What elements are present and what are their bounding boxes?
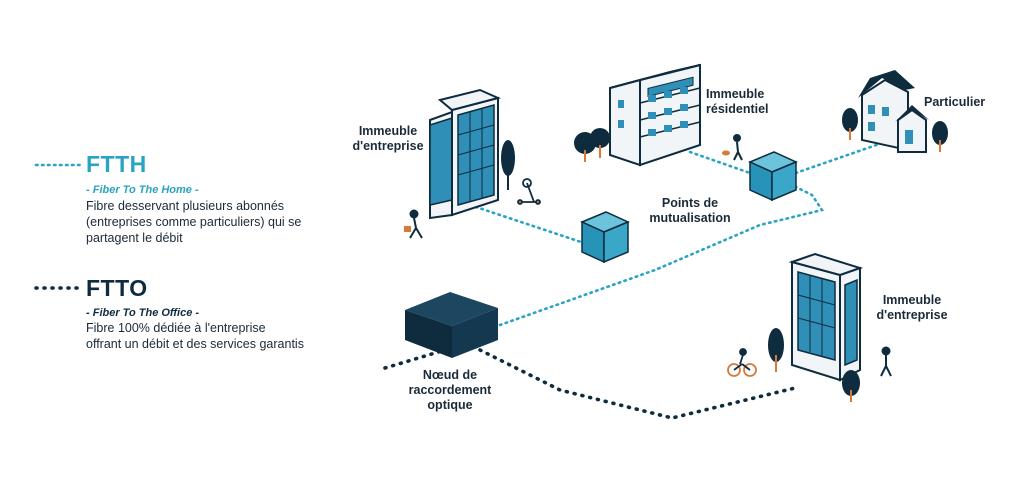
mutualisation-box-1	[580, 211, 630, 264]
ftto-desc-line: offrant un débit et des services garanti…	[86, 337, 304, 351]
office-building-icon	[429, 88, 502, 220]
label-line: Points de	[661, 196, 719, 210]
tree-icon	[842, 108, 948, 152]
optical-node-icon	[405, 292, 498, 358]
label-immeuble-entreprise-1: Immeuble d'entreprise	[348, 124, 428, 154]
residential-building-icon	[609, 63, 701, 167]
mutualisation-box-2	[748, 151, 798, 202]
label-line: Immeuble	[882, 293, 942, 307]
ftth-description: Fibre desservant plusieurs abonnés (entr…	[86, 198, 326, 246]
label-line: optique	[427, 398, 473, 412]
label-particulier: Particulier	[924, 95, 1004, 110]
ftth-desc-line: Fibre desservant plusieurs abonnés	[86, 199, 285, 213]
ftth-lines	[468, 140, 887, 327]
pedestrian-icon	[404, 209, 423, 239]
ftth-desc-line: partagent le débit	[86, 231, 183, 245]
tree-icon	[574, 128, 610, 162]
ftth-desc-line: (entreprises comme particuliers) qui se	[86, 215, 302, 229]
ftto-title: FTTO	[86, 275, 148, 301]
pedestrian-icon	[880, 346, 892, 377]
label-line: d'entreprise	[352, 139, 424, 153]
label-line: Nœud de	[422, 368, 478, 382]
ftto-desc-line: Fibre 100% dédiée à l'entreprise	[86, 321, 266, 335]
label-line: d'entreprise	[876, 308, 948, 322]
house-icon	[858, 70, 929, 153]
ftth-title: FTTH	[86, 151, 147, 177]
label-line: Immeuble	[358, 124, 418, 138]
label-line: mutualisation	[649, 211, 731, 225]
label-noeud-raccordement: Nœud de raccordement optique	[400, 368, 500, 413]
tree-icon	[501, 140, 515, 190]
cyclist-icon	[727, 348, 757, 377]
scooter-icon	[517, 178, 541, 205]
ftth-subtitle: - Fiber To The Home -	[86, 184, 199, 196]
label-line: résidentiel	[706, 102, 769, 116]
label-line: Immeuble	[706, 87, 765, 101]
office-building-icon	[788, 252, 864, 382]
ftto-description: Fibre 100% dédiée à l'entreprise offrant…	[86, 320, 326, 352]
ftto-subtitle: - Fiber To The Office -	[86, 307, 200, 319]
label-immeuble-residentiel: Immeuble résidentiel	[706, 87, 776, 117]
dog-walker-icon	[722, 134, 743, 161]
label-line: raccordement	[408, 383, 492, 397]
ftto-lines	[383, 348, 797, 420]
label-line: Particulier	[924, 95, 986, 109]
tree-icon	[768, 328, 860, 402]
label-immeuble-entreprise-2: Immeuble d'entreprise	[872, 293, 952, 323]
label-points-mutualisation: Points de mutualisation	[640, 196, 740, 226]
